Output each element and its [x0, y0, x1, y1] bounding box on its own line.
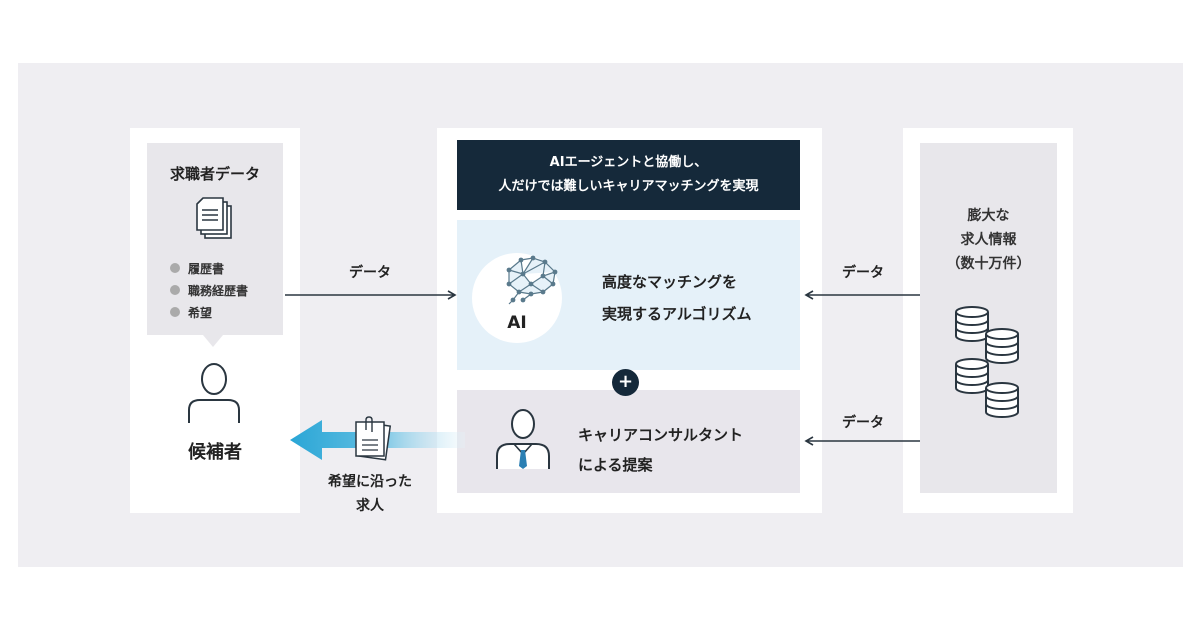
- arrow-left-icon: [804, 290, 920, 300]
- arrow-right-icon: [285, 290, 457, 300]
- ai-label: AI: [507, 313, 527, 333]
- proposal-label: 希望に沿った求人: [328, 474, 412, 514]
- arrow-label: データ: [349, 265, 391, 281]
- database-icon: [955, 306, 1019, 418]
- neural-brain-icon: [506, 255, 558, 305]
- documents-icon: [196, 197, 232, 239]
- consultant-text-line: キャリアコンサルタント: [578, 426, 744, 444]
- document-clip-icon: [355, 416, 392, 461]
- consultant-text-line: による提案: [578, 456, 653, 474]
- list-item: 履歴書: [170, 258, 248, 280]
- plus-icon: +: [612, 369, 639, 396]
- consultant-box: [457, 390, 800, 493]
- header-line: 人だけでは難しいキャリアマッチングを実現: [498, 179, 759, 194]
- candidate-data-box: [147, 143, 283, 335]
- ai-description: 高度なマッチングを 実現するアルゴリズム: [602, 266, 752, 330]
- arrow-label: データ: [842, 265, 884, 281]
- jobs-label: 膨大な求人情報（数十万件）: [946, 208, 1031, 272]
- consultant-description: キャリアコンサルタント による提案: [578, 420, 743, 480]
- header-line: AIエージェントと協働し、: [549, 155, 708, 170]
- matching-header: AIエージェントと協働し、 人だけでは難しいキャリアマッチングを実現: [457, 140, 800, 210]
- consultant-icon: [496, 409, 550, 469]
- list-item: 職務経歴書: [170, 280, 248, 302]
- arrow-label: データ: [842, 415, 884, 431]
- ai-text-line: 実現するアルゴリズム: [602, 305, 752, 323]
- candidate-label: 候補者: [188, 442, 242, 463]
- candidate-data-title: 求職者データ: [169, 165, 260, 183]
- speech-tail: [203, 335, 223, 347]
- ai-text-line: 高度なマッチングを: [602, 273, 738, 291]
- person-icon: [188, 363, 240, 423]
- list-item: 希望: [170, 302, 248, 324]
- arrow-left-icon: [804, 436, 920, 446]
